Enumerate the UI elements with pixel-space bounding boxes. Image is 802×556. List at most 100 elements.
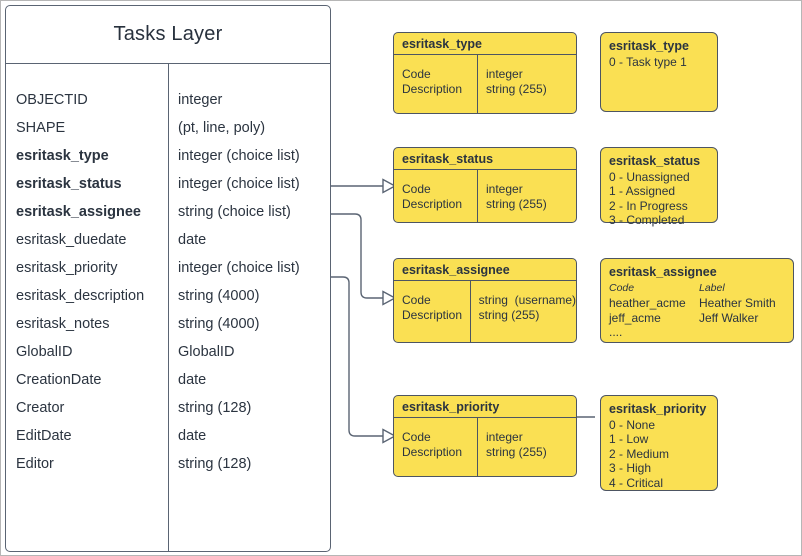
field-name: esritask_priority: [16, 260, 118, 276]
schema-field-name: Description: [402, 445, 463, 459]
value-item: 3 - High: [609, 461, 652, 475]
field-type: string (4000): [178, 288, 260, 304]
value-item: 0 - None: [609, 417, 656, 432]
schema-box-title: esritask_type: [394, 33, 576, 55]
schema-box-names: Code Description: [394, 55, 478, 113]
field-type: string (128): [178, 400, 252, 416]
schema-field-name: Code: [402, 182, 431, 196]
schema-field-type: string (255): [486, 82, 547, 96]
value-item: 1 - Assigned: [609, 184, 676, 198]
schema-box-names: Code Description: [394, 418, 478, 476]
schema-field-type: integer: [486, 430, 523, 444]
value-box-esritask-priority: esritask_priority 0 - None 1 - Low 2 - M…: [600, 395, 718, 491]
value-table-row: jeff_acme Jeff Walker: [609, 311, 785, 326]
page-title: Tasks Layer: [6, 6, 330, 64]
schema-field-name: Code: [402, 67, 431, 81]
field-name: Editor: [16, 456, 54, 472]
schema-field-type: integer: [486, 67, 523, 81]
field-name: esritask_duedate: [16, 232, 127, 248]
value-code: heather_acme: [609, 296, 686, 310]
value-code: ....: [609, 325, 623, 339]
field-type: integer (choice list): [178, 260, 300, 276]
schema-box-types: integer string (255): [478, 55, 576, 113]
field-name: GlobalID: [16, 344, 73, 360]
schema-field-name: Description: [402, 197, 463, 211]
schema-field-type: string (username): [478, 293, 576, 307]
field-name: SHAPE: [16, 120, 66, 136]
field-name: esritask_notes: [16, 316, 110, 332]
table-row: esritask_priority integer (choice list): [6, 254, 330, 282]
value-box-esritask-assignee: esritask_assignee Code Label heather_acm…: [600, 258, 794, 343]
value-box-esritask-type: esritask_type 0 - Task type 1: [600, 32, 718, 112]
table-row: esritask_notes string (4000): [6, 310, 330, 338]
table-row: esritask_assignee string (choice list): [6, 198, 330, 226]
table-row: SHAPE (pt, line, poly): [6, 114, 330, 142]
schema-box-names: Code Description: [394, 281, 471, 342]
value-item: 1 - Low: [609, 432, 649, 446]
field-type: (pt, line, poly): [178, 120, 266, 136]
field-type: string (128): [178, 456, 252, 472]
schema-box-title: esritask_assignee: [394, 259, 576, 281]
value-code: jeff_acme: [609, 310, 661, 325]
field-type: string (choice list): [178, 204, 291, 220]
value-item: 2 - Medium: [609, 446, 670, 461]
table-row: EditDate date: [6, 422, 330, 450]
schema-box-esritask-status: esritask_status Code Description integer…: [393, 147, 577, 223]
value-item: 0 - Unassigned: [609, 169, 690, 184]
field-name: EditDate: [16, 428, 72, 444]
field-type: date: [178, 232, 207, 248]
schema-box-columns: Code Description integer string (255): [394, 418, 576, 476]
value-label: Heather Smith: [699, 296, 776, 310]
column-divider: [168, 64, 170, 551]
field-name: esritask_assignee: [16, 204, 141, 220]
schema-field-name: Description: [402, 308, 463, 322]
table-row: GlobalID GlobalID: [6, 338, 330, 366]
connector-assignee: [331, 213, 383, 299]
table-row: OBJECTID integer: [6, 86, 330, 114]
value-box-title: esritask_type: [609, 39, 689, 53]
schema-box-esritask-type: esritask_type Code Description integer s…: [393, 32, 577, 114]
field-name: esritask_description: [16, 288, 145, 304]
tasks-layer-table: Tasks Layer OBJECTID integer SHAPE (pt, …: [5, 5, 331, 552]
field-type: date: [178, 372, 207, 388]
value-box-title: esritask_assignee: [609, 265, 717, 279]
table-row: esritask_duedate date: [6, 226, 330, 254]
field-name: Creator: [16, 400, 65, 416]
connector-priority: [331, 276, 383, 437]
schema-box-types: integer string (255): [478, 418, 576, 476]
value-item: 4 - Critical: [609, 475, 664, 490]
schema-box-title: esritask_status: [394, 148, 576, 170]
schema-field-name: Code: [402, 293, 431, 307]
column-header-label: Label: [699, 281, 725, 294]
table-row: Editor string (128): [6, 450, 330, 478]
schema-box-columns: Code Description integer string (255): [394, 170, 576, 222]
value-table-header: Code Label: [609, 281, 785, 296]
field-name: CreationDate: [16, 372, 102, 388]
table-row: esritask_description string (4000): [6, 282, 330, 310]
schema-box-columns: Code Description string (username) strin…: [394, 281, 576, 342]
value-table-row: ....: [609, 325, 785, 340]
value-item: 0 - Task type 1: [609, 54, 687, 69]
value-item: 3 - Completed: [609, 213, 685, 227]
field-rows: OBJECTID integer SHAPE (pt, line, poly) …: [6, 64, 330, 478]
value-label: Jeff Walker: [699, 310, 759, 325]
field-type: integer (choice list): [178, 148, 300, 164]
schema-box-names: Code Description: [394, 170, 478, 222]
value-box-esritask-status: esritask_status 0 - Unassigned 1 - Assig…: [600, 147, 718, 227]
value-table-row: heather_acme Heather Smith: [609, 296, 785, 311]
column-header-code: Code: [609, 281, 635, 294]
schema-field-name: Code: [402, 430, 431, 444]
table-row: CreationDate date: [6, 366, 330, 394]
field-type: integer (choice list): [178, 176, 300, 192]
schema-field-name: Description: [402, 82, 463, 96]
table-row: Creator string (128): [6, 394, 330, 422]
value-label: [699, 325, 785, 340]
schema-box-columns: Code Description integer string (255): [394, 55, 576, 113]
schema-field-type: string (255): [478, 308, 540, 322]
field-name: esritask_type: [16, 148, 109, 164]
schema-field-type: integer: [486, 182, 523, 196]
schema-field-type: string (255): [486, 445, 547, 459]
field-type: date: [178, 428, 207, 444]
schema-field-type: string (255): [486, 197, 547, 211]
